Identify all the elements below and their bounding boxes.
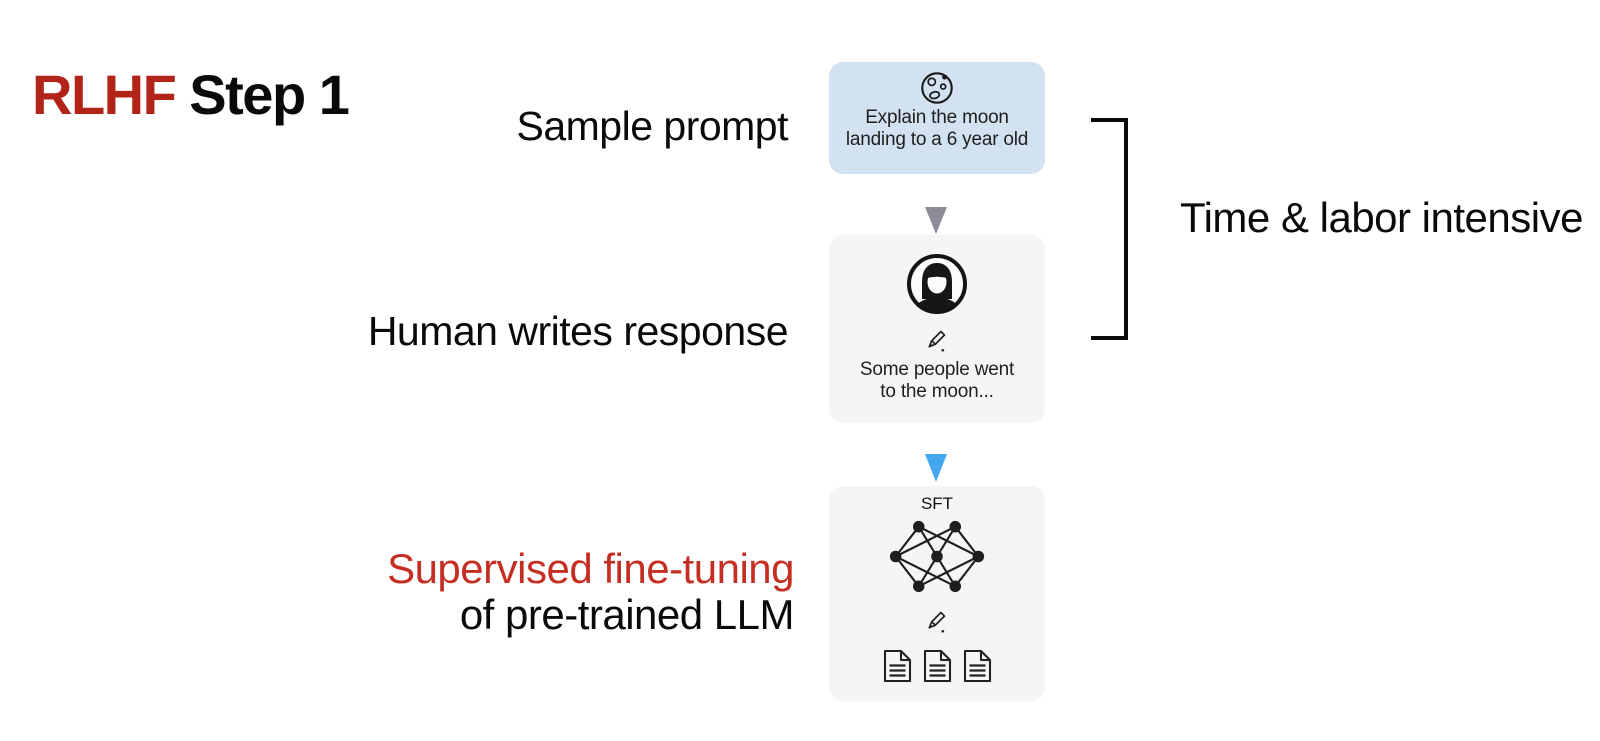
title-highlight: RLHF — [32, 63, 177, 126]
prompt-text: Explain the moon landing to a 6 year old — [845, 107, 1029, 151]
moon-icon — [921, 72, 953, 104]
documents-row — [882, 649, 993, 683]
response-text: Some people went to the moon... — [860, 359, 1014, 403]
label-supervised-line1: Supervised fine-tuning — [387, 545, 794, 592]
neural-network-icon — [889, 520, 985, 593]
pencil-icon — [928, 330, 946, 352]
document-icon — [963, 649, 991, 683]
document-icon — [883, 649, 911, 683]
sample-prompt-card: Explain the moon landing to a 6 year old — [829, 62, 1045, 174]
prompt-text-line1: Explain the moon — [865, 107, 1009, 128]
label-time-labor-intensive: Time & labor intensive — [1180, 194, 1583, 241]
document-icon — [923, 649, 951, 683]
response-text-line2: to the moon... — [880, 381, 994, 402]
label-supervised-fine-tuning: Supervised fine-tuning of pre-trained LL… — [387, 546, 794, 638]
label-human-writes-response: Human writes response — [367, 308, 789, 354]
title-rest: Step 1 — [189, 63, 350, 126]
sft-card: SFT — [829, 486, 1045, 701]
human-response-card: Some people went to the moon... — [829, 235, 1045, 423]
arrow-down-blue — [925, 454, 947, 482]
prompt-text-line2: landing to a 6 year old — [845, 129, 1029, 150]
sft-label: SFT — [920, 494, 954, 513]
person-avatar-icon — [907, 254, 967, 314]
pencil-icon — [928, 611, 946, 633]
label-sample-prompt: Sample prompt — [516, 103, 788, 149]
arrow-down-gray — [925, 207, 947, 234]
response-text-line1: Some people went — [859, 359, 1015, 380]
bracket — [1091, 118, 1128, 340]
label-supervised-line2: of pre-trained LLM — [459, 591, 795, 638]
